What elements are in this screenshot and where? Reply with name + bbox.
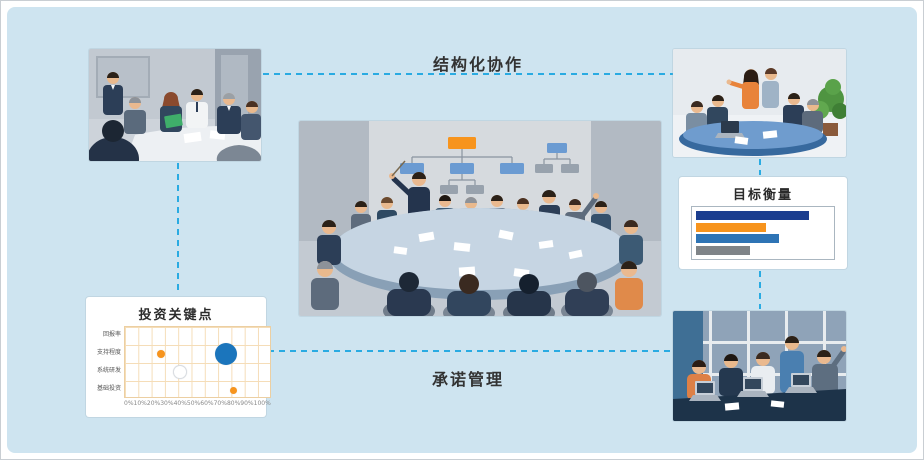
x-axis-tick: 20% [146,400,161,407]
x-axis-tick: 70% [213,400,227,407]
connector-line-bottom [268,350,673,352]
goal-bar-chart [691,206,835,260]
bar-segment [696,211,809,220]
team-meeting-image [89,49,261,161]
x-axis-tick: 90% [240,400,254,407]
bubble-y-axis: 回报率支持程度系统研发基础投资 [94,326,124,398]
investment-points-panel: 投资关键点 回报率支持程度系统研发基础投资 0%10%20%30%40%50%6… [86,297,271,417]
bubble-chart: 回报率支持程度系统研发基础投资 0%10%20%30%40%50%60%70%8… [94,326,271,408]
bubble-plot-area [124,326,271,398]
bar-segment [696,234,780,244]
illustration-team-meeting [89,49,261,161]
goal-panel-title: 目标衡量 [732,188,793,203]
x-axis-tick: 40% [173,400,187,407]
connector-line-right-upper [759,159,761,175]
bar-segment [696,222,766,232]
label-commitment-management: 承诺管理 [431,370,505,389]
goal-measurement-panel: 目标衡量 [679,177,847,269]
connector-line-top [263,73,673,75]
bubble-x-axis: 0%10%20%30%40%50%60%70%80%90%100% [124,398,271,408]
connector-line-left [177,163,179,295]
label-structured-collaboration: 结构化协作 [432,55,524,74]
x-axis-tick: 80% [226,400,241,407]
x-axis-tick: 10% [133,400,147,407]
illustration-laptop-workshop [673,311,846,421]
boardroom-image [299,121,661,316]
x-axis-tick: 30% [160,400,174,407]
x-axis-tick: 60% [200,400,214,407]
bar-segment [696,245,750,255]
bubble-point [157,350,166,358]
x-axis-tick: 0% [124,400,134,407]
presentation-image [673,49,846,157]
bubble-panel-title: 投资关键点 [138,308,214,323]
y-axis-label: 系统研发 [96,367,121,374]
bubble-point [215,343,238,365]
y-axis-label: 回报率 [102,331,121,338]
x-axis-tick: 100% [253,400,271,407]
connector-line-right-lower [759,271,761,309]
y-axis-label: 基础投资 [96,385,121,392]
y-axis-label: 支持程度 [96,349,121,356]
bubble-point [173,365,188,379]
illustration-presentation [673,49,846,157]
laptop-workshop-image [673,311,846,421]
illustration-boardroom [299,121,661,316]
bubble-point [230,386,238,394]
x-axis-tick: 50% [186,400,201,407]
